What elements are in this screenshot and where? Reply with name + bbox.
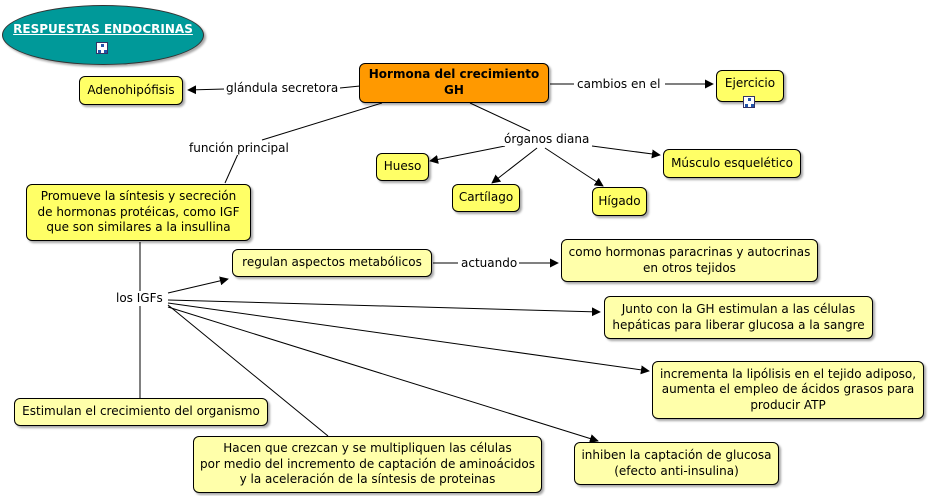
node-musculo-label: Músculo esquelético bbox=[671, 155, 793, 170]
node-estimulan-label: Estimulan el crecimiento del organismo bbox=[22, 404, 260, 419]
node-paracrinas-label: como hormonas paracrinas y autocrinas en… bbox=[568, 244, 811, 275]
node-musculo[interactable]: Músculo esquelético bbox=[663, 149, 801, 178]
title-node[interactable]: RESPUESTAS ENDOCRINAS bbox=[2, 5, 204, 65]
node-lipolisis-label: incrementa la lipólisis en el tejido adi… bbox=[659, 366, 917, 412]
central-node-gh[interactable]: Hormona del crecimiento GH bbox=[359, 63, 549, 103]
node-promueve[interactable]: Promueve la síntesis y secreción de horm… bbox=[26, 184, 251, 241]
link-label-igfs: los IGFs bbox=[114, 291, 165, 305]
node-inhiben[interactable]: inhiben la captación de glucosa (efecto … bbox=[574, 442, 779, 485]
node-hacen-label: Hacen que crezcan y se multipliquen las … bbox=[200, 441, 535, 487]
node-cartilago[interactable]: Cartílago bbox=[452, 184, 520, 212]
node-hueso-label: Hueso bbox=[383, 159, 422, 174]
title-text: RESPUESTAS ENDOCRINAS bbox=[13, 22, 193, 36]
node-higado[interactable]: Hígado bbox=[592, 187, 647, 216]
concept-map-icon[interactable] bbox=[743, 96, 755, 108]
link-label-organos: órganos diana bbox=[502, 132, 592, 146]
concept-map-icon[interactable] bbox=[96, 42, 108, 54]
node-regulan[interactable]: regulan aspectos metabólicos bbox=[232, 249, 432, 277]
node-estimulan[interactable]: Estimulan el crecimiento del organismo bbox=[14, 398, 268, 426]
node-adenohipofisis[interactable]: Adenohipófisis bbox=[79, 76, 183, 105]
link-label-glandula: glándula secretora bbox=[224, 81, 341, 95]
link-label-cambios: cambios en el bbox=[575, 77, 663, 91]
node-inhiben-label: inhiben la captación de glucosa (efecto … bbox=[581, 447, 772, 478]
link-label-actuando: actuando bbox=[459, 256, 520, 270]
node-hueso[interactable]: Hueso bbox=[376, 153, 429, 181]
node-junto[interactable]: Junto con la GH estimulan a las células … bbox=[604, 296, 873, 339]
central-label: Hormona del crecimiento GH bbox=[368, 67, 540, 97]
node-regulan-label: regulan aspectos metabólicos bbox=[242, 255, 422, 270]
node-promueve-label: Promueve la síntesis y secreción de horm… bbox=[37, 189, 240, 235]
node-paracrinas[interactable]: como hormonas paracrinas y autocrinas en… bbox=[561, 239, 818, 282]
node-lipolisis[interactable]: incrementa la lipólisis en el tejido adi… bbox=[652, 361, 924, 419]
node-adenohipofisis-label: Adenohipófisis bbox=[87, 82, 175, 97]
link-label-funcion: función principal bbox=[187, 141, 291, 155]
node-cartilago-label: Cartílago bbox=[458, 190, 514, 205]
node-hacen[interactable]: Hacen que crezcan y se multipliquen las … bbox=[193, 436, 542, 493]
node-ejercicio-label: Ejercicio bbox=[724, 76, 776, 90]
node-higado-label: Hígado bbox=[598, 193, 641, 208]
node-junto-label: Junto con la GH estimulan a las células … bbox=[612, 301, 865, 332]
